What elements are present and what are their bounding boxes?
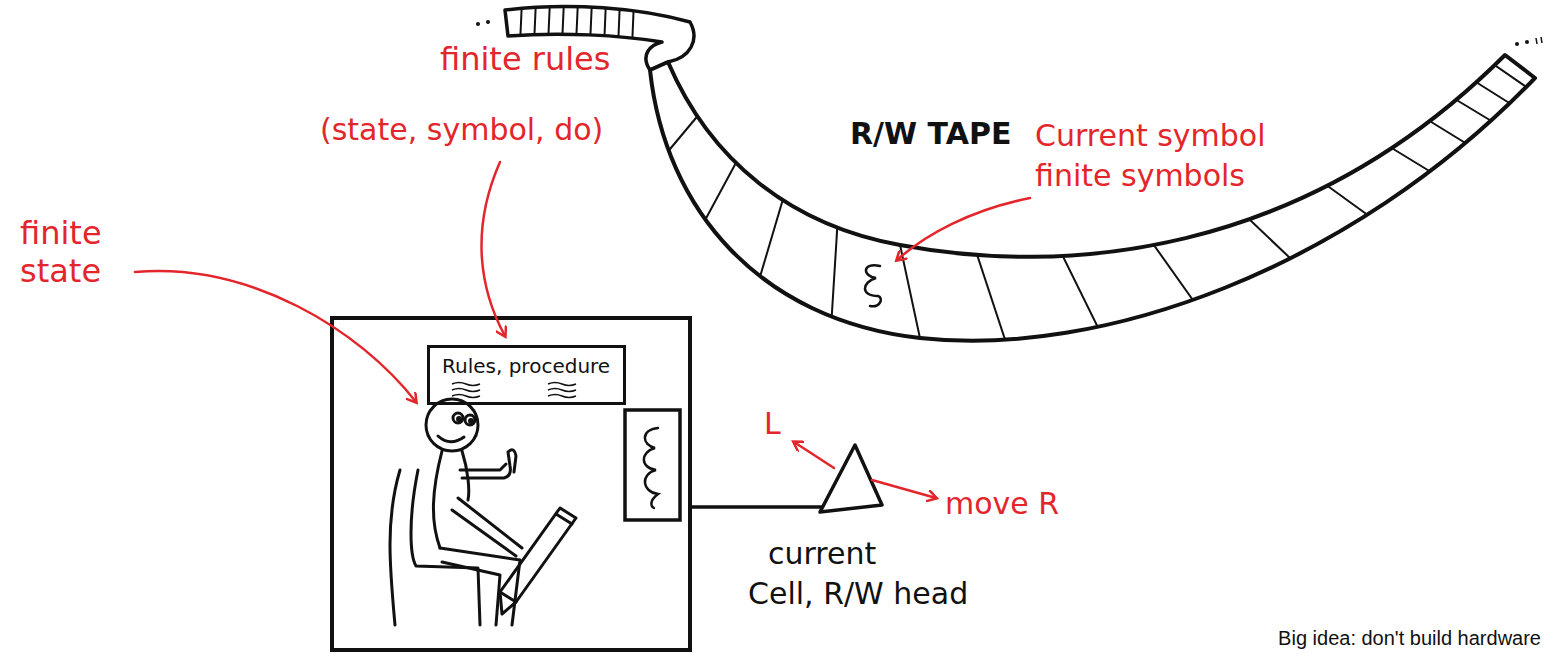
head-label: current: [768, 536, 876, 572]
annotation: (state, symbol, do): [320, 112, 603, 148]
rw-tape: [650, 37, 1542, 385]
head-label: Cell, R/W head: [748, 576, 968, 612]
annotation: finite symbols: [1035, 158, 1245, 194]
annotation: finite state: [20, 214, 102, 291]
annotation: finite rules: [440, 40, 610, 78]
rw-head: [690, 445, 882, 512]
person-figure: [390, 399, 576, 625]
note-text: Big idea: don't build hardware: [1278, 626, 1541, 650]
node-text: Rules, procedure: [442, 354, 611, 378]
annotation: Current symbol: [1035, 118, 1266, 154]
tape-title: R/W TAPE: [850, 116, 1011, 152]
direction-label: move R: [945, 486, 1059, 522]
rules-sign: Rules, procedure: [427, 345, 626, 405]
leader-arrows: [135, 162, 1030, 498]
direction-label: L: [764, 406, 781, 442]
